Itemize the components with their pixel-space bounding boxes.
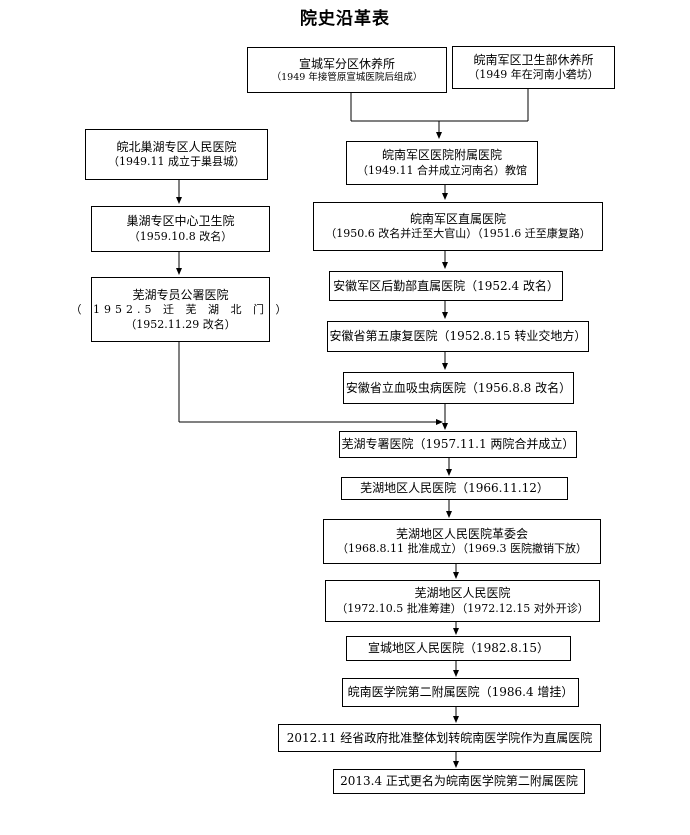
node-note: （1952.11.29 改名） bbox=[125, 317, 236, 331]
node-anhui-schistosomiasis-hospital: 安徽省立血吸虫病医院（1956.8.8 改名） bbox=[343, 372, 574, 404]
arrowhead bbox=[453, 572, 459, 579]
arrowhead bbox=[176, 197, 182, 204]
node-title: 芜湖专员公署医院 bbox=[132, 287, 229, 302]
arrowhead bbox=[453, 628, 459, 635]
arrowhead bbox=[453, 670, 459, 677]
node-title: 宣城军分区休养所 bbox=[298, 56, 395, 71]
node-title: 芜湖地区人民医院（1966.11.12） bbox=[360, 481, 549, 496]
node-revolutionary-committee: 芜湖地区人民医院革委会 （1968.8.11 批准成立）（1969.3 医院撤销… bbox=[323, 519, 601, 564]
node-title: 2012.11 经省政府批准整体划转皖南医学院作为直属医院 bbox=[286, 730, 593, 745]
node-xuancheng-people-hospital: 宣城地区人民医院（1982.8.15） bbox=[346, 636, 571, 661]
node-anhui-fifth-rehab-hospital: 安徽省第五康复医院（1952.8.15 转业交地方） bbox=[327, 321, 589, 352]
node-note: （1959.10.8 改名） bbox=[128, 229, 233, 243]
node-anhui-logistics-hospital: 安徽军区后勤部直属医院（1952.4 改名） bbox=[329, 271, 563, 301]
node-wuhu-commission-hospital: 芜湖专员公署医院 （ 1952.5 迁 芜 湖 北 门 ） （1952.11.2… bbox=[71, 277, 286, 342]
node-xuancheng-rest-home: 宣城军分区休养所 （1949 年接管原宣城医院后组成） bbox=[247, 47, 447, 93]
node-wuhu-people-hospital-1966: 芜湖地区人民医院（1966.11.12） bbox=[341, 477, 568, 500]
arrowhead bbox=[442, 262, 448, 269]
node-title: 2013.4 正式更名为皖南医学院第二附属医院 bbox=[340, 774, 578, 789]
node-transfer-2012: 2012.11 经省政府批准整体划转皖南医学院作为直属医院 bbox=[278, 724, 601, 752]
node-title: 芜湖地区人民医院革委会 bbox=[395, 526, 528, 541]
node-note: （1972.10.5 批准筹建）（1972.12.15 对外开诊） bbox=[336, 601, 589, 615]
node-title: 安徽军区后勤部直属医院（1952.4 改名） bbox=[333, 278, 559, 293]
node-note: （1950.6 改名并迁至大官山）（1951.6 迁至康复路） bbox=[325, 227, 591, 241]
node-wuhu-people-hospital-1972: 芜湖地区人民医院 （1972.10.5 批准筹建）（1972.12.15 对外开… bbox=[325, 580, 600, 622]
node-wanbei-chaohu-hospital: 皖北巢湖专区人民医院 （1949.11 成立于巢县城） bbox=[85, 129, 268, 180]
node-chaohu-health-center: 巢湖专区中心卫生院 （1959.10.8 改名） bbox=[91, 206, 270, 252]
node-note: （1949.11 成立于巢县城） bbox=[108, 155, 245, 169]
node-wannan-affiliated-hospital: 皖南军区医院附属医院 （1949.11 合并成立河南名）教馆 bbox=[346, 141, 538, 185]
node-title: 巢湖专区中心卫生院 bbox=[126, 214, 235, 229]
arrowhead bbox=[176, 268, 182, 275]
node-second-affiliated-1986: 皖南医学院第二附属医院（1986.4 增挂） bbox=[342, 678, 579, 707]
node-wannan-direct-hospital: 皖南军区直属医院 （1950.6 改名并迁至大官山）（1951.6 迁至康复路） bbox=[313, 202, 603, 251]
arrowhead bbox=[446, 469, 452, 476]
node-title: 安徽省第五康复医院（1952.8.15 转业交地方） bbox=[329, 329, 587, 344]
page-title: 院史沿革表 bbox=[300, 9, 390, 29]
node-rename-2013: 2013.4 正式更名为皖南医学院第二附属医院 bbox=[333, 769, 585, 794]
node-title: 皖南军区医院附属医院 bbox=[381, 148, 502, 163]
node-note: （1949 年接管原宣城医院后组成） bbox=[271, 71, 423, 83]
node-title: 芜湖地区人民医院 bbox=[414, 586, 511, 601]
arrowhead bbox=[442, 193, 448, 200]
arrowhead bbox=[442, 312, 448, 319]
node-title: 安徽省立血吸虫病医院（1956.8.8 改名） bbox=[345, 380, 572, 395]
node-title: 皖南医学院第二附属医院（1986.4 增挂） bbox=[347, 685, 574, 700]
node-title: 皖南军区直属医院 bbox=[409, 211, 506, 226]
arrowhead bbox=[442, 363, 448, 370]
node-note: （1949 年在河南小砻坊） bbox=[468, 68, 599, 82]
arrowhead bbox=[453, 761, 459, 768]
node-wuhu-prefecture-hospital: 芜湖专署医院（1957.11.1 两院合并成立） bbox=[339, 431, 577, 458]
arrowhead bbox=[446, 511, 452, 518]
node-note: （ 1952.5 迁 芜 湖 北 门 ） bbox=[70, 302, 291, 316]
node-title: 芜湖专署医院（1957.11.1 两院合并成立） bbox=[341, 437, 575, 452]
node-note: （1949.11 合并成立河南名）教馆 bbox=[357, 163, 527, 177]
arrowhead bbox=[436, 132, 442, 139]
node-wannan-rest-home: 皖南军区卫生部休养所 （1949 年在河南小砻坊） bbox=[452, 46, 615, 89]
node-title: 皖北巢湖专区人民医院 bbox=[116, 139, 237, 154]
node-title: 宣城地区人民医院（1982.8.15） bbox=[367, 641, 550, 656]
arrowhead bbox=[436, 419, 443, 425]
node-note: （1968.8.11 批准成立）（1969.3 医院撤销下放） bbox=[337, 542, 587, 556]
arrowhead bbox=[442, 423, 448, 430]
node-title: 皖南军区卫生部休养所 bbox=[473, 52, 594, 67]
arrowhead bbox=[453, 716, 459, 723]
